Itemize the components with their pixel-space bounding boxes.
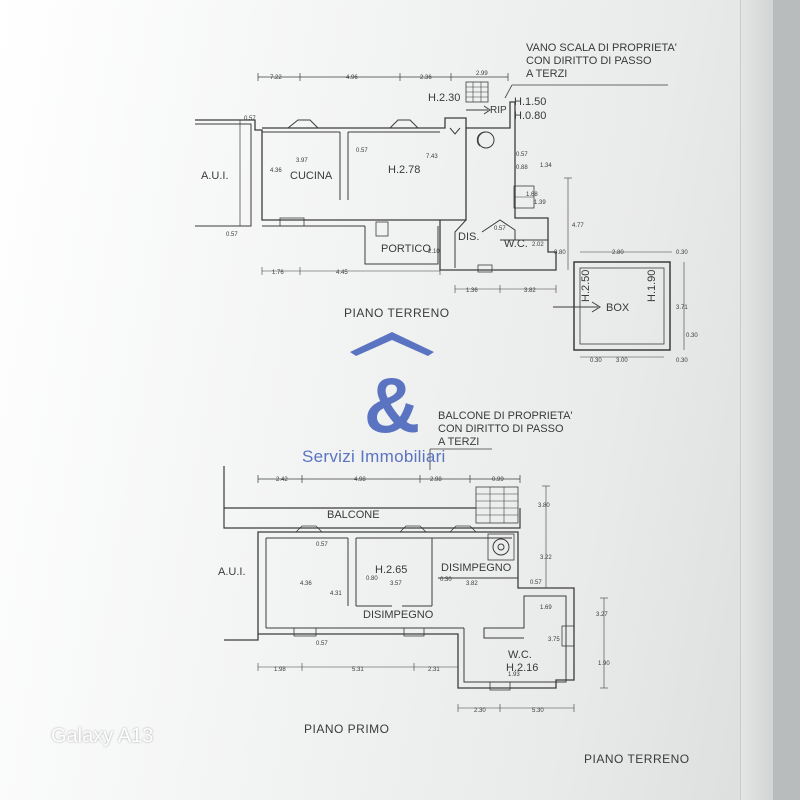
- dim: 4.98: [354, 477, 366, 483]
- svg-text:&: &: [364, 361, 420, 449]
- dis-label: DIS.: [458, 231, 480, 243]
- dim: 0.30: [590, 358, 602, 364]
- dim: 1.69: [540, 605, 552, 611]
- disimpegno-upper-label: DISIMPEGNO: [441, 562, 512, 574]
- first-floor-plan: [223, 448, 608, 712]
- dim: 1.76: [272, 270, 284, 276]
- height-main-label: H.2.78: [388, 164, 421, 176]
- dim: 0.57: [316, 542, 328, 548]
- dim: 0.30: [676, 250, 688, 256]
- dim: 1.39: [534, 200, 546, 206]
- height-wc-label: H.2.16: [506, 662, 539, 674]
- first-aui-label: A.U.I.: [218, 566, 246, 578]
- dim: 2.42: [276, 477, 288, 483]
- dim: 2.30: [474, 708, 486, 714]
- dim: 0.57: [494, 226, 506, 232]
- dim: 3.71: [676, 305, 688, 311]
- height-080-label: H.0.80: [514, 110, 547, 122]
- dim: 3.27: [596, 612, 608, 618]
- dim: 1.36: [466, 288, 478, 294]
- dim: 3.97: [296, 158, 308, 164]
- wc-first-label: W.C.: [508, 649, 532, 661]
- ground-floor-title: PIANO TERRENO: [344, 306, 450, 320]
- dim: 0.99: [492, 477, 504, 483]
- first-floor-title: PIANO PRIMO: [304, 722, 390, 736]
- dim: 3.82: [524, 288, 536, 294]
- dim: 1.68: [526, 192, 538, 198]
- disimpegno-lower-label: DISIMPEGNO: [363, 609, 434, 621]
- dim: 0.30: [686, 333, 698, 339]
- balcony-note-line-3: A TERZI: [438, 436, 480, 448]
- height-room-label: H.2.65: [375, 564, 408, 576]
- dim: 0.57: [316, 641, 328, 647]
- dim: 3.00: [616, 358, 628, 364]
- box-h250-label: H.2.50: [580, 269, 592, 302]
- staircase-note-line-2: CON DIRITTO DI PASSO: [526, 55, 652, 67]
- dim: 4.77: [572, 223, 584, 229]
- camera-device-label: Galaxy A13: [51, 725, 154, 747]
- dim: 4.96: [346, 75, 358, 81]
- paper-edge: [740, 0, 773, 800]
- dim: 0.57: [244, 116, 256, 122]
- dim: 4.45: [336, 270, 348, 276]
- balcony-note-line-1: BALCONE DI PROPRIETA': [438, 410, 573, 422]
- dim: 3.80: [538, 503, 550, 509]
- dim: 4.36: [270, 168, 282, 174]
- dim: 0.57: [516, 152, 528, 158]
- height-150-label: H.1.50: [514, 96, 547, 108]
- dim: 4.31: [330, 591, 342, 597]
- dim: 2.36: [420, 75, 432, 81]
- dim: 7.22: [270, 75, 282, 81]
- dim: 0.88: [516, 165, 528, 171]
- dim: 7.43: [426, 154, 438, 160]
- dim: 0.30: [440, 577, 452, 583]
- dim: 5.30: [532, 708, 544, 714]
- box-label: BOX: [606, 302, 630, 314]
- dim: 1.34: [540, 163, 552, 169]
- dim: 0.30: [676, 358, 688, 364]
- watermark-text: Servizi Immobiliari: [302, 447, 446, 466]
- dim: 1.93: [508, 672, 520, 678]
- dim: 0.57: [530, 580, 542, 586]
- height-stair-label: H.2.30: [428, 92, 461, 104]
- balcony-note-line-2: CON DIRITTO DI PASSO: [438, 423, 564, 435]
- dim: 1.90: [598, 661, 610, 667]
- dim: 5.31: [352, 667, 364, 673]
- wc-ground-label: W.C.: [504, 238, 528, 250]
- rip-label: RIP: [490, 105, 507, 116]
- ground-aui-label: A.U.I.: [201, 170, 229, 182]
- staircase-note-line-3: A TERZI: [526, 68, 568, 80]
- dim: 4.36: [300, 581, 312, 587]
- dim: 0.57: [226, 232, 238, 238]
- dim: 0.80: [554, 250, 566, 256]
- box-h190-label: H.1.90: [646, 269, 658, 302]
- dim: 0.57: [356, 148, 368, 154]
- dim: 0.80: [366, 576, 378, 582]
- staircase-note-line-1: VANO SCALA DI PROPRIETA': [526, 42, 677, 54]
- ground-floor-plan: [195, 73, 685, 358]
- dim: 2.99: [476, 71, 488, 77]
- portico-label: PORTICO: [381, 243, 431, 255]
- dim: 3.75: [548, 637, 560, 643]
- dim: 2.80: [612, 250, 624, 256]
- dim: 2.02: [532, 242, 544, 248]
- balcone-label: BALCONE: [327, 509, 380, 521]
- dim: 2.10: [428, 249, 440, 255]
- dim: 3.82: [466, 581, 478, 587]
- dim: 3.57: [390, 581, 402, 587]
- dim: 3.22: [540, 555, 552, 561]
- cucina-label: CUCINA: [290, 170, 333, 182]
- dim: 2.31: [428, 667, 440, 673]
- dim: 1.98: [274, 667, 286, 673]
- watermark-logo: &: [350, 332, 434, 449]
- footer-title: PIANO TERRENO: [584, 752, 690, 766]
- paper-sheet: [0, 0, 772, 800]
- dim: 2.98: [430, 477, 442, 483]
